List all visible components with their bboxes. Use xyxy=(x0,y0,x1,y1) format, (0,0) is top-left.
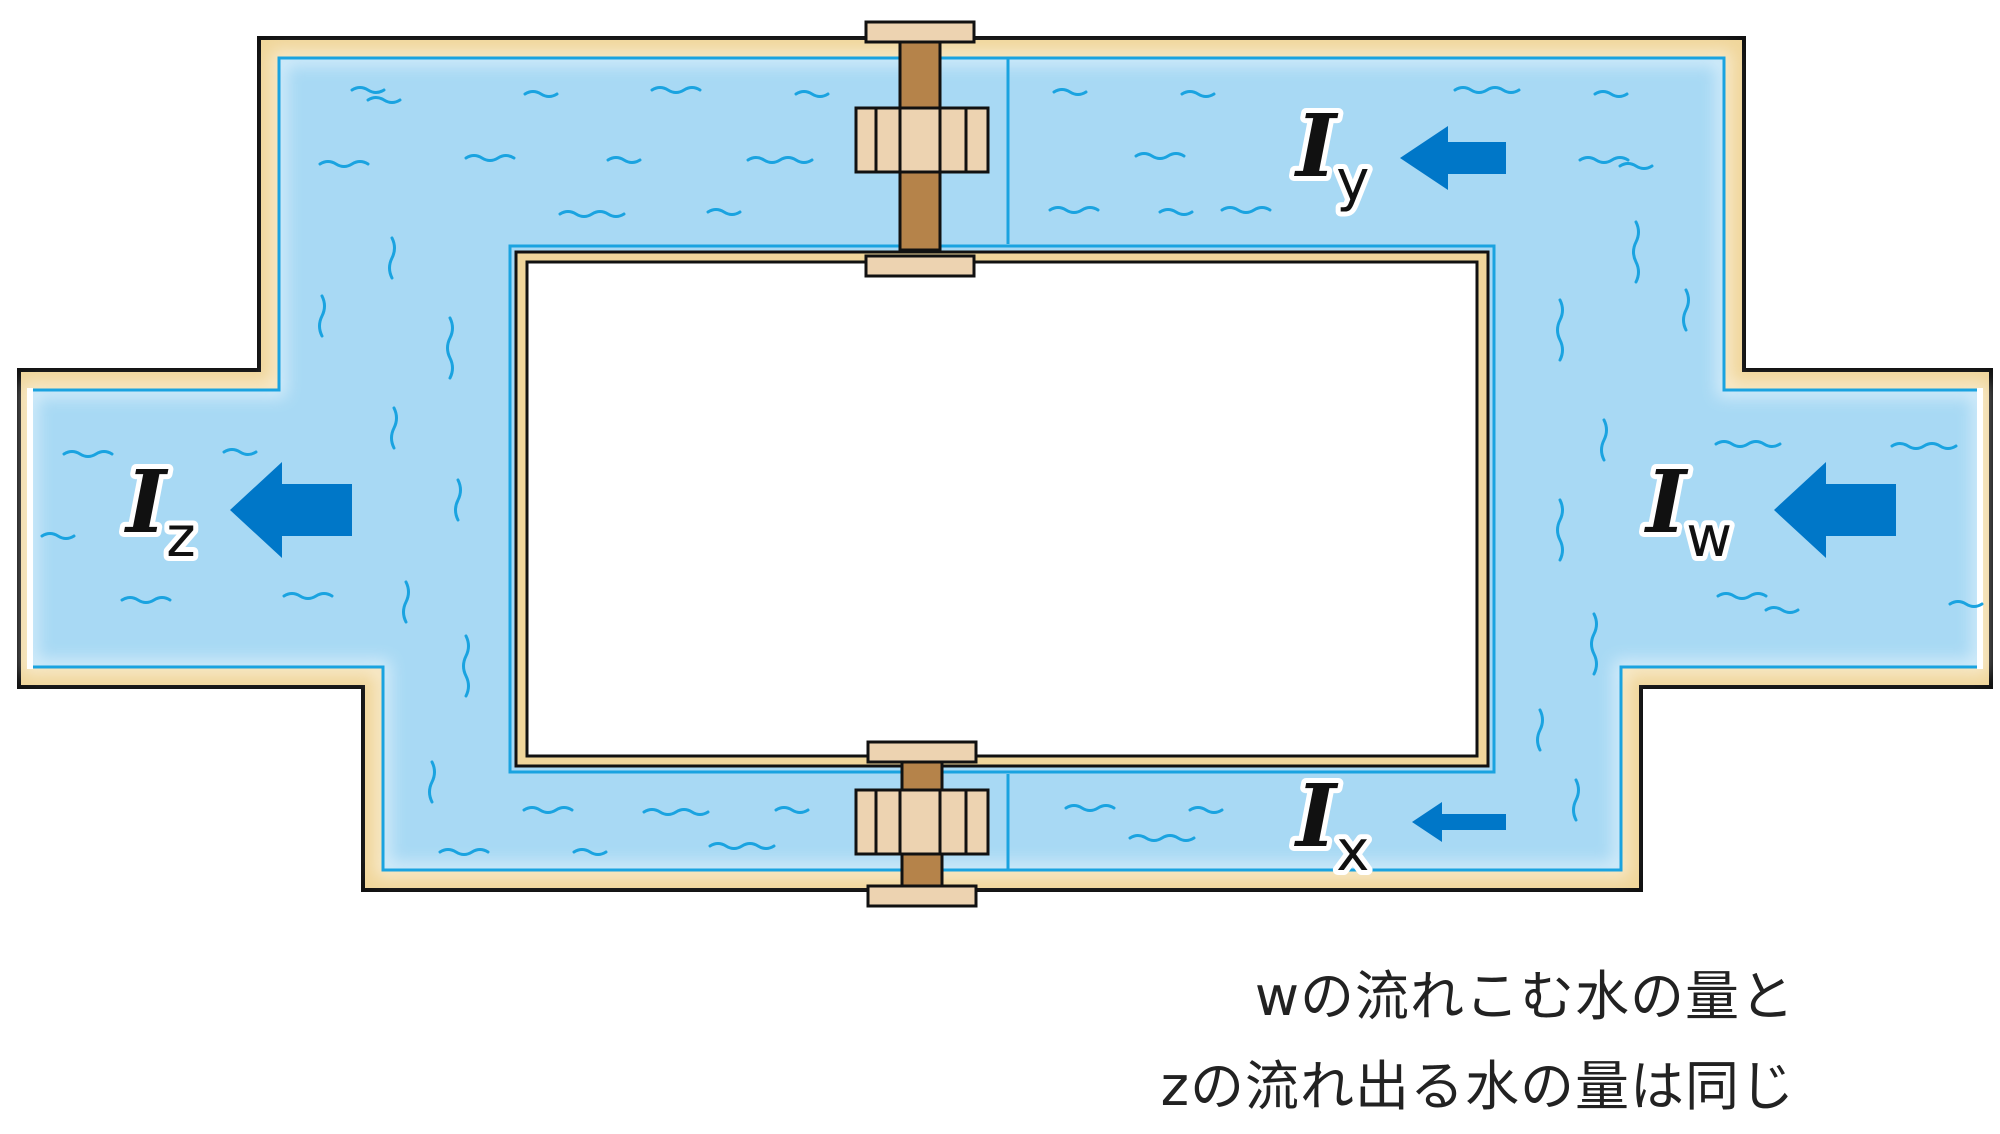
bottom-gear xyxy=(854,740,990,908)
top-gear xyxy=(854,20,990,278)
label-y: Iy xyxy=(1293,96,1369,214)
arrow-w-icon xyxy=(1774,462,1896,558)
label-z-main: I xyxy=(123,452,169,553)
caption-line-1: wの流れこむ水の量と xyxy=(1254,965,1795,1028)
label-w-main: I xyxy=(1643,452,1689,553)
label-x-main: I xyxy=(1293,766,1339,867)
inner-block xyxy=(508,244,1496,774)
arrow-x-icon xyxy=(1412,802,1506,842)
arrow-y-icon xyxy=(1400,126,1506,190)
label-y-sub: y xyxy=(1336,149,1369,214)
water-ripples xyxy=(40,86,1984,856)
label-z: Iz xyxy=(123,452,196,570)
label-x: Ix xyxy=(1293,766,1369,884)
label-y-main: I xyxy=(1293,96,1339,197)
arrow-z-icon xyxy=(230,462,352,558)
caption-line-2: zの流れ出る水の量は同じ xyxy=(1160,1055,1795,1118)
flow-arrows xyxy=(230,126,1896,842)
label-z-sub: z xyxy=(166,505,195,570)
label-w-sub: w xyxy=(1686,505,1732,570)
label-w: Iw xyxy=(1643,452,1732,570)
label-x-sub: x xyxy=(1336,819,1369,884)
current-labels: Iy Iz Iw Ix xyxy=(118,91,1737,889)
outer-pipe-wall xyxy=(17,36,1993,892)
